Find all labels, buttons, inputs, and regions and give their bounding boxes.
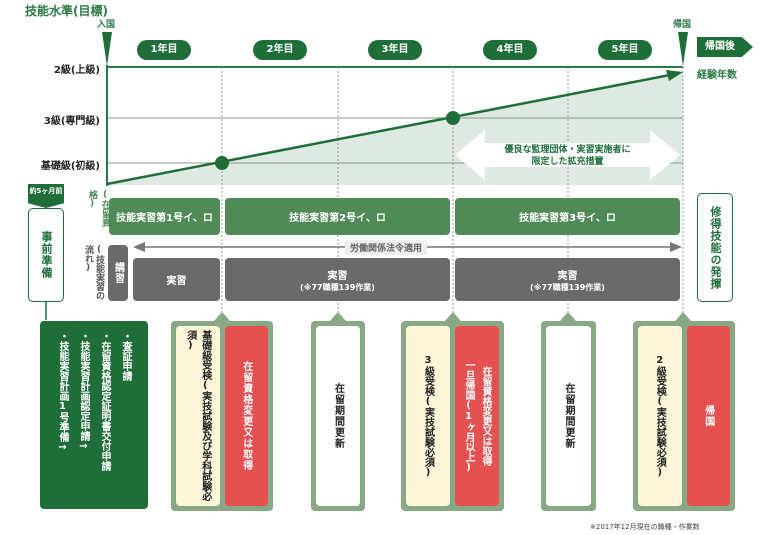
prep-box: 事前準備 [28, 208, 64, 302]
status-change-card: 在留資格変更又は取得 [224, 326, 268, 506]
expansion-note-line: 限定した拡充措置 [531, 157, 604, 167]
practice-label: 実習 [557, 270, 578, 282]
status-bar-3: 技能実習第3号イ、ロ [455, 198, 680, 235]
status-bar-2: 技能実習第2号イ、ロ [225, 198, 450, 235]
renewal-card: 在留期間更新 [546, 326, 591, 506]
entry-marker [102, 32, 112, 66]
prep-step: ・在留資格認定証明書交付申請 [99, 331, 110, 471]
practice-note: (※77職種139作業) [530, 282, 605, 292]
prep-step: ・技能実習計画1号準備→ [57, 331, 68, 453]
milestone-dot [446, 111, 460, 125]
skill-use-box: 修得技能の発揮 [697, 193, 733, 302]
level-label-2: 2級(上級) [53, 65, 100, 76]
return-label: 帰国 [673, 20, 692, 30]
practice-note: (※77職種139作業) [300, 282, 375, 292]
chart-title: 技能水準(目標) [25, 4, 108, 18]
milestone-year4: 在留期間更新 [541, 321, 596, 511]
practice-bar-3: 実習(※77職種139作業) [455, 258, 680, 301]
return-card: 帰国 [686, 326, 730, 506]
expansion-arrow [455, 130, 680, 180]
practice-label: 実習 [166, 276, 187, 287]
renewal-card: 在留期間更新 [316, 326, 360, 506]
entry-label: 入国 [97, 20, 116, 30]
status-change-card: 在留資格変更又は取得 一旦帰国(1ヶ月以上) [455, 326, 499, 506]
practice-bar-2: 実習(※77職種139作業) [225, 258, 450, 301]
law-arrow-right [670, 242, 682, 252]
footnote: ※2017年12月現在の職種・作業数 [590, 523, 700, 531]
milestone-year3: 3級受検(実技試験必須) 在留資格変更又は取得 一旦帰国(1ヶ月以上) [401, 321, 504, 511]
skill-arrow-head [666, 70, 683, 81]
labor-law-label: 労働関係法令適用 [345, 240, 428, 255]
practice-bar-1: 実習 [133, 258, 220, 301]
year-4-pill: 4年目 [483, 40, 537, 60]
year-5-pill: 5年目 [598, 40, 652, 60]
prep-step: ・査証申請 [120, 331, 131, 381]
law-arrow-left [133, 242, 145, 252]
skill-line [106, 73, 671, 186]
milestone-year5: 2級受検(実技試験必須) 帰国 [633, 321, 735, 511]
status-change-text: 在留資格変更又は取得 [480, 366, 491, 466]
status-label: (在留資格) [87, 190, 110, 227]
exam-card: 3級受検(実技試験必須) [406, 326, 450, 506]
milestone-year2: 在留期間更新 [311, 321, 365, 511]
status-bar-1: 技能実習第1号イ、ロ [109, 198, 220, 235]
year-1-pill: 1年目 [137, 40, 191, 60]
expansion-note-line: 優良な監理団体・実習実施者に [504, 145, 631, 155]
milestone-year1: 基礎級受検(実技試験及び学科試験必須) 在留資格変更又は取得 [171, 321, 273, 511]
return-marker [678, 32, 688, 66]
exam-card: 基礎級受検(実技試験及び学科試験必須) [176, 326, 220, 506]
experience-years-label: 経験年数 [697, 70, 737, 81]
exam-card: 2級受検(実技試験必須) [638, 326, 682, 506]
temporary-return-text: 一旦帰国(1ヶ月以上) [463, 359, 474, 473]
prep-step: ・技能実習計画認定申請→ [78, 331, 89, 452]
level-label-basic: 基礎級(初級) [40, 161, 100, 172]
level-label-3: 3級(専門級) [43, 116, 100, 127]
milestone-dot [215, 156, 229, 170]
flow-label: (技能実習の流れ) [83, 245, 104, 300]
lecture-bar: 講習 [108, 245, 128, 301]
expansion-note: 優良な監理団体・実習実施者に 限定した拡充措置 [485, 144, 650, 168]
prep-steps-box: ・査証申請 ・在留資格認定証明書交付申請 ・技能実習計画認定申請→ ・技能実習計… [40, 321, 148, 509]
year-2-pill: 2年目 [253, 40, 307, 60]
after-return-tag: 帰国後 [697, 37, 753, 57]
practice-label: 実習 [327, 270, 348, 282]
skill-chart [45, 32, 688, 320]
year-3-pill: 3年目 [368, 40, 422, 60]
prep-timing-tag: 約5ヶ月前 [28, 184, 64, 208]
